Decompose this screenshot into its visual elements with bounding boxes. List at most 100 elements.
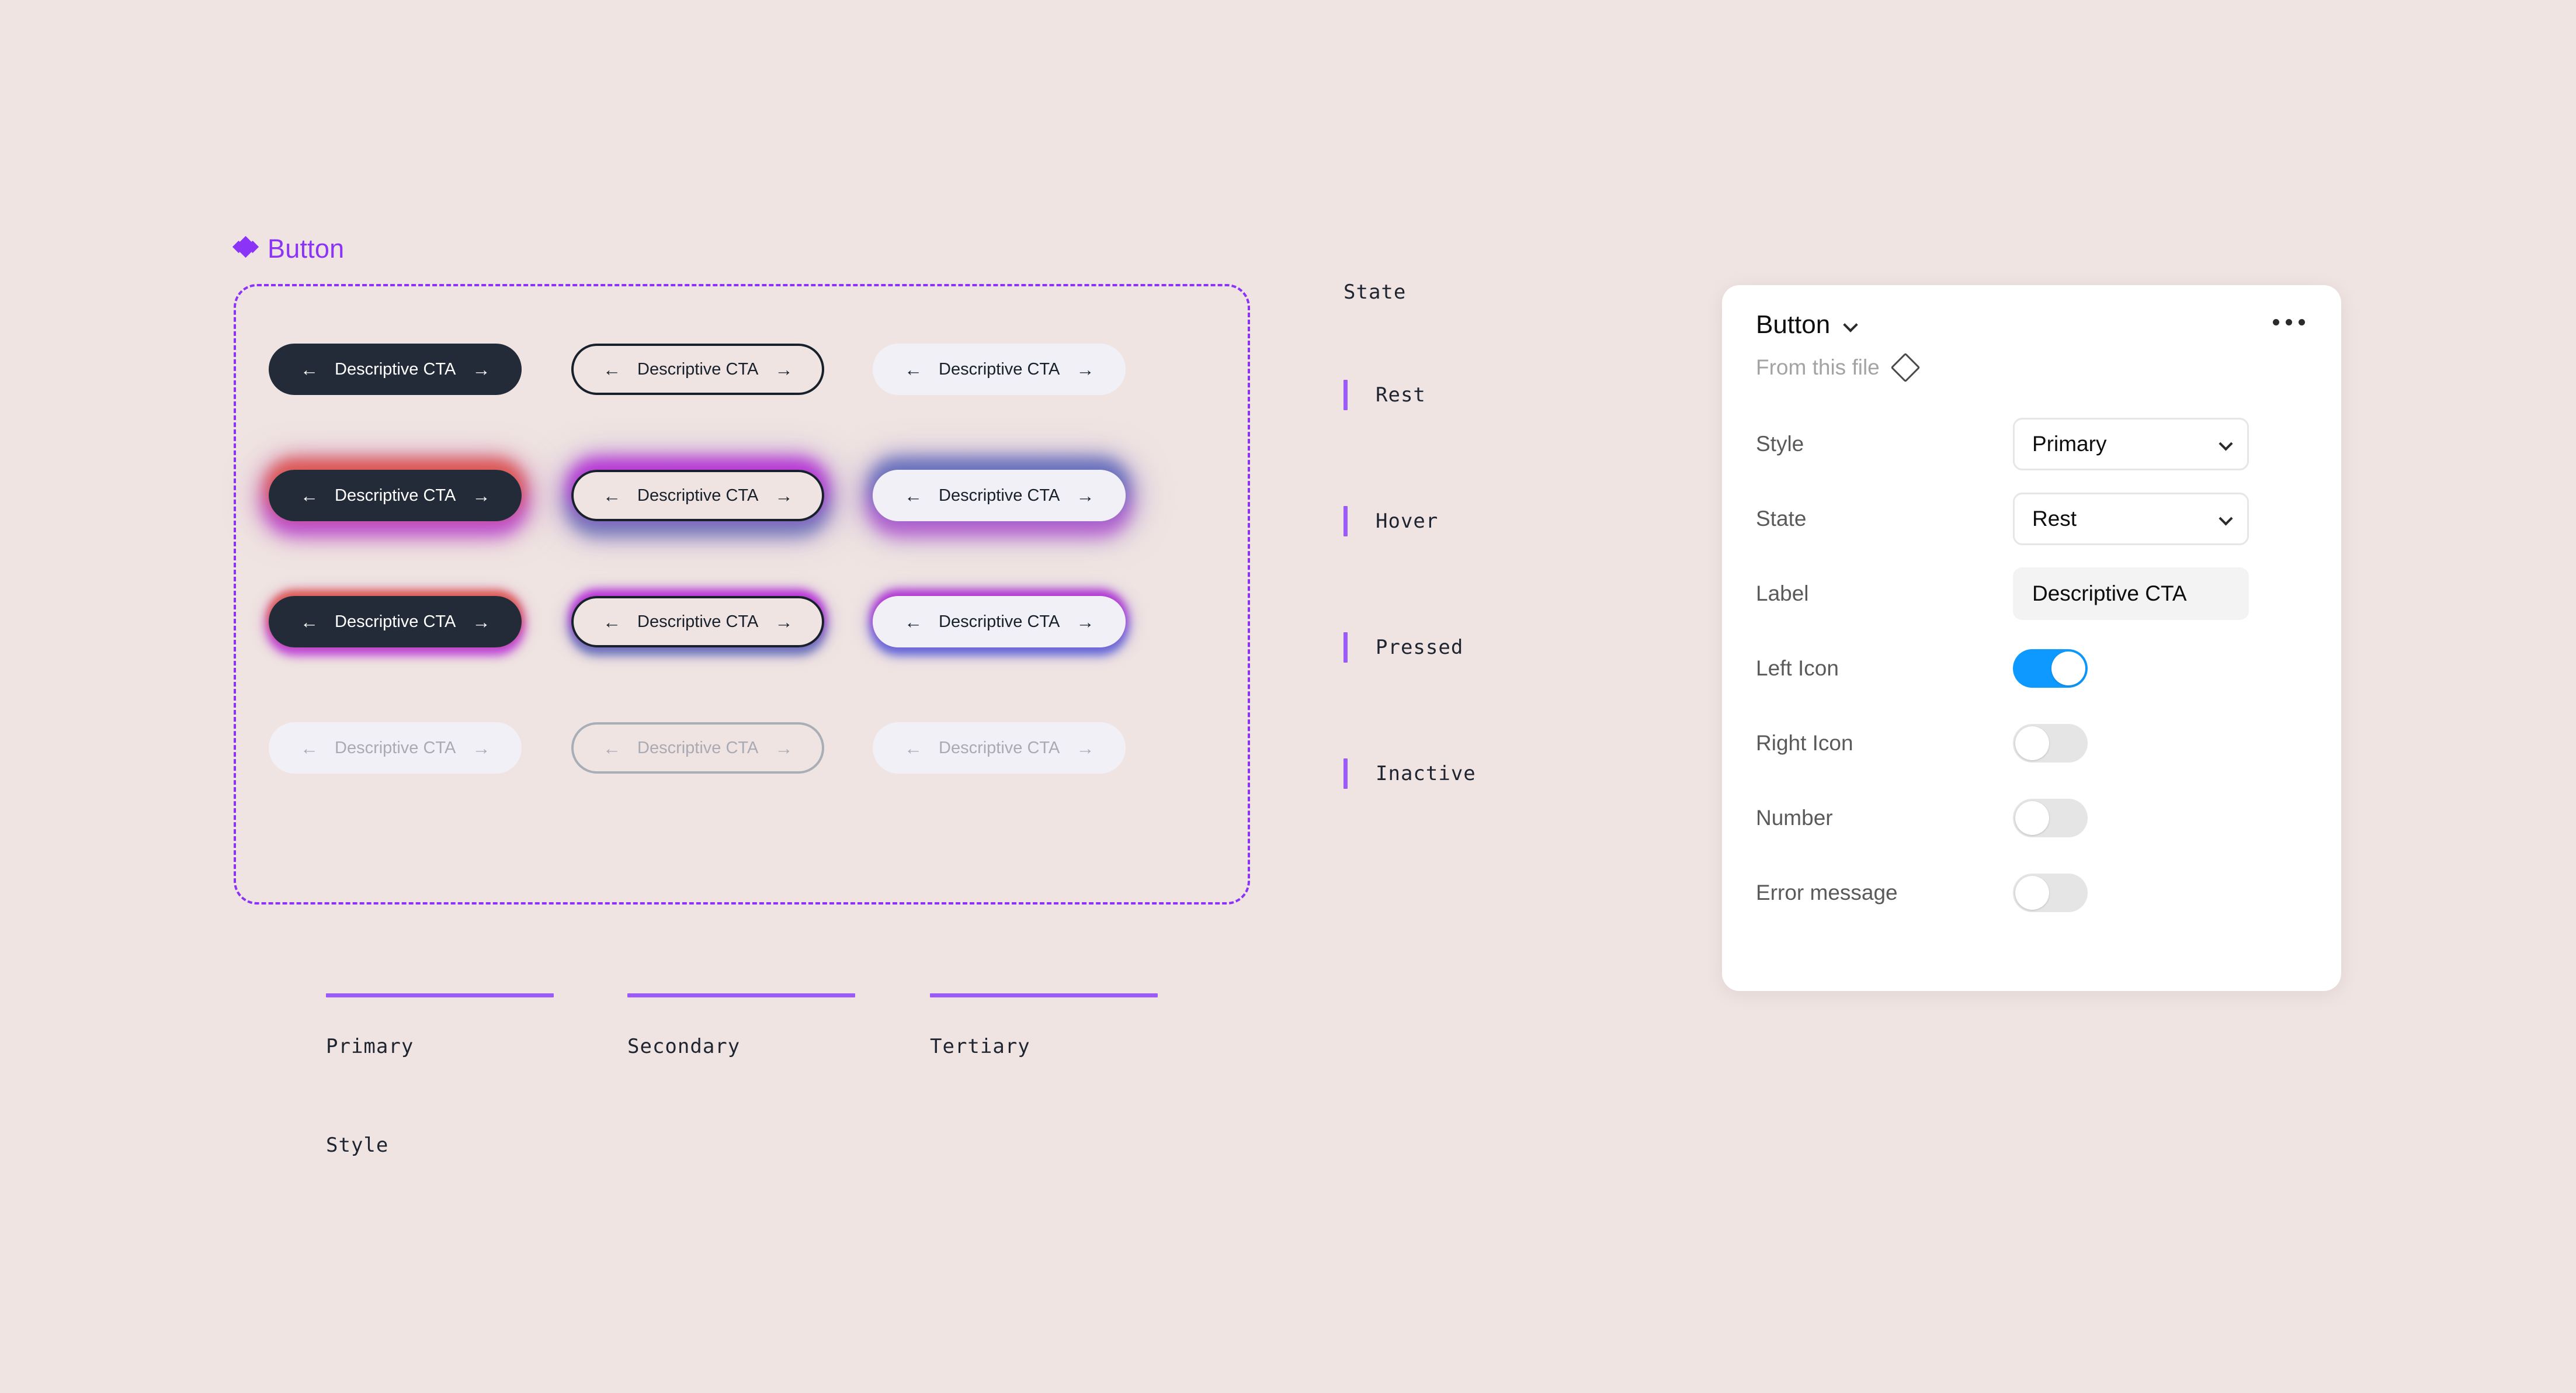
matrix-cell-tertiary-pressed: ← Descriptive CTA → — [873, 596, 1126, 647]
style-select[interactable]: Primary — [2013, 418, 2249, 470]
button-primary-rest[interactable]: ← Descriptive CTA → — [269, 344, 522, 395]
property-control — [2013, 724, 2307, 763]
matrix-cell-primary-inactive: ← Descriptive CTA → — [269, 722, 522, 774]
button-primary-rest-wrap: ← Descriptive CTA → — [269, 344, 522, 395]
arrow-left-icon: ← — [603, 737, 621, 758]
arrow-left-icon: ← — [904, 485, 922, 506]
matrix-cell-secondary-pressed: ← Descriptive CTA → — [571, 596, 825, 647]
style-axis-label: Secondary — [627, 1035, 741, 1058]
state-axis-item-inactive: Inactive — [1343, 758, 1476, 789]
button-label: Descriptive CTA — [637, 359, 759, 379]
property-row-style: Style Primary — [1756, 407, 2307, 481]
arrow-right-icon: → — [1076, 359, 1095, 380]
arrow-left-icon: ← — [300, 611, 318, 632]
button-label: Descriptive CTA — [939, 738, 1060, 757]
style-select-value: Primary — [2032, 432, 2107, 456]
property-control: Primary — [2013, 418, 2307, 470]
property-row-left-icon: Left Icon — [1756, 631, 2307, 706]
state-marker-bar — [1343, 506, 1348, 536]
matrix-cell-tertiary-rest: ← Descriptive CTA → — [873, 344, 1126, 395]
button-tertiary-rest[interactable]: ← Descriptive CTA → — [873, 344, 1126, 395]
toggle-knob — [2015, 801, 2049, 835]
inspector-title-group[interactable]: Button — [1756, 312, 1858, 338]
arrow-right-icon: → — [1076, 611, 1095, 632]
state-marker-bar — [1343, 380, 1348, 410]
button-secondary-inactive: ← Descriptive CTA → — [571, 722, 825, 774]
arrow-left-icon: ← — [904, 359, 922, 380]
property-row-state: State Rest — [1756, 481, 2307, 556]
component-diamond-icon — [1890, 352, 1921, 383]
style-axis-label: Primary — [326, 1035, 414, 1058]
property-label: Error message — [1756, 881, 1898, 905]
button-label: Descriptive CTA — [939, 486, 1060, 505]
button-primary-hover[interactable]: ← Descriptive CTA → — [269, 470, 522, 521]
button-label: Descriptive CTA — [335, 486, 456, 505]
button-tertiary-pressed[interactable]: ← Descriptive CTA → — [873, 596, 1126, 647]
toggle-knob — [2051, 652, 2085, 685]
button-primary-hover-wrap: ← Descriptive CTA → — [269, 470, 522, 521]
arrow-left-icon: ← — [300, 359, 318, 380]
inspector-source-label: From this file — [1756, 355, 1880, 379]
chevron-down-icon[interactable] — [1843, 317, 1858, 332]
arrow-left-icon: ← — [603, 485, 621, 506]
property-row-error-message: Error message — [1756, 855, 2307, 930]
button-tertiary-inactive: ← Descriptive CTA → — [873, 722, 1126, 774]
state-axis-label: Pressed — [1376, 636, 1464, 659]
button-primary-pressed[interactable]: ← Descriptive CTA → — [269, 596, 522, 647]
button-matrix: ← Descriptive CTA → ← Descriptive CTA → … — [234, 284, 1250, 905]
property-control: Descriptive CTA — [2013, 567, 2307, 620]
more-options-button[interactable] — [2271, 312, 2307, 332]
inspector-panel: Button From this file Style Primary — [1722, 285, 2341, 991]
property-label: State — [1756, 507, 1807, 531]
button-label: Descriptive CTA — [637, 612, 759, 631]
left-icon-toggle[interactable] — [2013, 649, 2088, 688]
property-control — [2013, 799, 2307, 837]
dot — [2286, 319, 2292, 325]
button-label: Descriptive CTA — [335, 359, 456, 379]
button-secondary-rest[interactable]: ← Descriptive CTA → — [571, 344, 825, 395]
dot — [2273, 319, 2279, 325]
matrix-cell-primary-pressed: ← Descriptive CTA → — [269, 596, 522, 647]
button-secondary-hover-wrap: ← Descriptive CTA → — [571, 470, 825, 521]
property-label: Left Icon — [1756, 656, 1839, 680]
style-axis-item-primary: Primary — [326, 993, 554, 1058]
button-secondary-rest-wrap: ← Descriptive CTA → — [571, 344, 825, 395]
state-axis-label: Hover — [1376, 510, 1439, 533]
right-icon-toggle[interactable] — [2013, 724, 2088, 763]
property-control: Rest — [2013, 493, 2307, 545]
property-label: Style — [1756, 432, 1804, 456]
state-axis-item-rest: Rest — [1343, 380, 1426, 410]
button-secondary-pressed[interactable]: ← Descriptive CTA → — [571, 596, 825, 647]
state-marker-bar — [1343, 632, 1348, 663]
arrow-right-icon: → — [472, 359, 491, 380]
error-message-toggle[interactable] — [2013, 874, 2088, 912]
button-label: Descriptive CTA — [637, 486, 759, 505]
component-title: Button — [232, 234, 344, 264]
label-input-value: Descriptive CTA — [2032, 581, 2187, 605]
inspector-title: Button — [1756, 310, 1831, 339]
matrix-cell-primary-rest: ← Descriptive CTA → — [269, 344, 522, 395]
label-input[interactable]: Descriptive CTA — [2013, 567, 2249, 620]
property-row-number: Number — [1756, 781, 2307, 855]
button-secondary-hover[interactable]: ← Descriptive CTA → — [571, 470, 825, 521]
number-toggle[interactable] — [2013, 799, 2088, 837]
matrix-cell-tertiary-hover: ← Descriptive CTA → — [873, 470, 1126, 521]
property-control — [2013, 649, 2307, 688]
arrow-right-icon: → — [472, 611, 491, 632]
diamond-cluster-icon — [232, 235, 259, 261]
arrow-right-icon: → — [775, 485, 793, 506]
state-select[interactable]: Rest — [2013, 493, 2249, 545]
arrow-left-icon: ← — [603, 611, 621, 632]
inspector-header: Button — [1756, 312, 2307, 338]
matrix-cell-secondary-rest: ← Descriptive CTA → — [571, 344, 825, 395]
arrow-left-icon: ← — [904, 737, 922, 758]
state-select-value: Rest — [2032, 507, 2077, 531]
button-label: Descriptive CTA — [939, 612, 1060, 631]
state-axis-label: Rest — [1376, 383, 1426, 407]
button-tertiary-hover[interactable]: ← Descriptive CTA → — [873, 470, 1126, 521]
button-label: Descriptive CTA — [637, 738, 759, 757]
style-axis-item-secondary: Secondary — [627, 993, 855, 1058]
arrow-left-icon: ← — [300, 737, 318, 758]
style-axis-heading: Style — [326, 1134, 389, 1157]
